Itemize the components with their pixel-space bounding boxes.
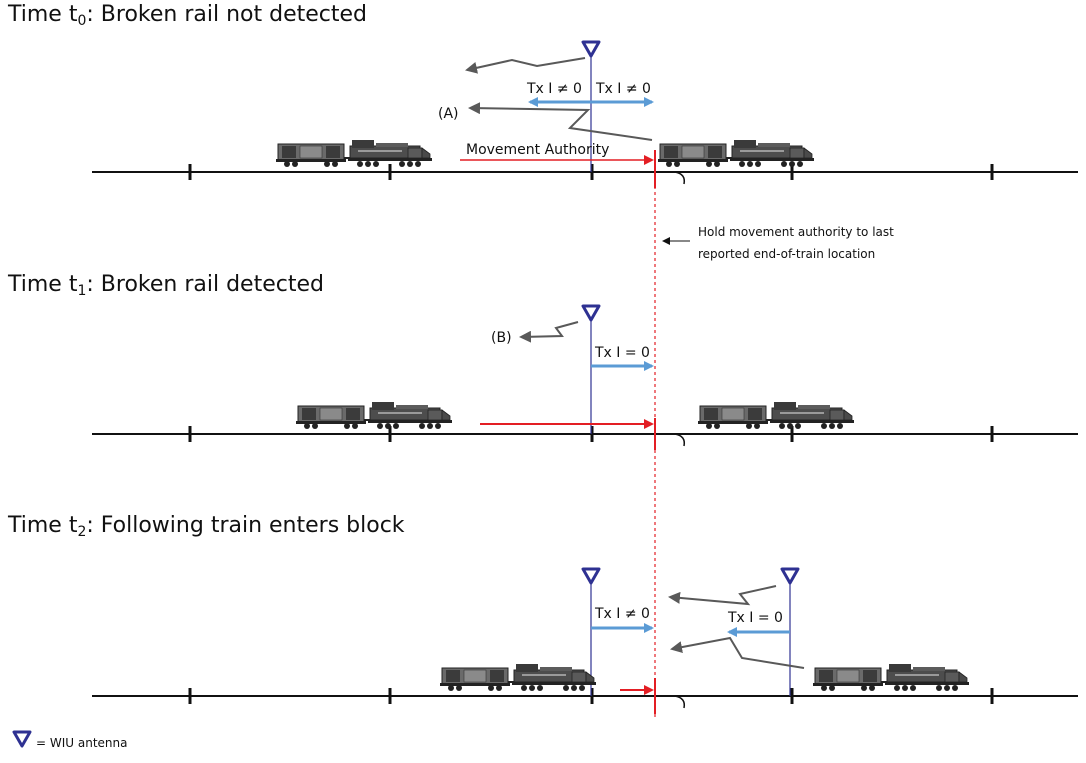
following-train-t1 <box>295 401 453 430</box>
title-t0: Time t0: Broken rail not detected <box>8 2 367 29</box>
signal-arrow-lower-t2 <box>670 636 805 669</box>
rail-break-hook-t1 <box>674 433 686 447</box>
hold-annotation: Hold movement authority to last reported… <box>662 225 894 261</box>
panel-t0: Tx I ≠ 0 Tx I ≠ 0 (A) Movement Authority <box>92 40 1078 188</box>
hold-text-line2: reported end-of-train location <box>698 247 875 261</box>
rail-break-hook-t2 <box>674 695 686 709</box>
legend: = WIU antenna <box>12 730 127 750</box>
title-t1: Time t1: Broken rail detected <box>8 272 324 299</box>
legend-text: = WIU antenna <box>36 736 127 750</box>
rail-break-hook-t0 <box>674 171 686 185</box>
tx-label-t1: Tx I = 0 <box>594 345 650 361</box>
panel-t1: Tx I = 0 (B) <box>92 304 1078 450</box>
track-ties-t2 <box>188 688 994 704</box>
track-ties-t0 <box>188 164 994 180</box>
wiu-antenna-t1 <box>581 304 601 322</box>
legend-antenna-icon <box>12 730 32 748</box>
following-train-t0 <box>275 139 433 168</box>
wiu-antenna-t0 <box>581 40 601 58</box>
track-ties-t1 <box>188 426 994 442</box>
wiu-antenna-t2-right <box>780 567 800 585</box>
marker-b: (B) <box>491 330 512 346</box>
leading-train-t0 <box>657 139 815 168</box>
following-train-t2 <box>439 663 597 692</box>
leading-train-t2 <box>812 663 970 692</box>
panel-t2: Tx I ≠ 0 Tx I = 0 <box>92 567 1078 714</box>
tx-label-t2-left: Tx I ≠ 0 <box>594 606 650 622</box>
tx-label-t2-right: Tx I = 0 <box>727 610 783 626</box>
signal-arrow-a-t0 <box>468 102 653 141</box>
tx-label-left-t0: Tx I ≠ 0 <box>526 81 582 97</box>
signal-arrow-upper-t0 <box>465 57 586 74</box>
signal-arrow-b-t1 <box>519 321 579 343</box>
wiu-antenna-t2-left <box>581 567 601 585</box>
tx-label-right-t0: Tx I ≠ 0 <box>595 81 651 97</box>
marker-a: (A) <box>438 106 459 122</box>
title-t2: Time t2: Following train enters block <box>8 513 405 540</box>
movement-authority-label: Movement Authority <box>466 142 609 158</box>
leading-train-t1 <box>697 401 855 430</box>
signal-arrow-upper-t2 <box>668 585 777 606</box>
hold-text-line1: Hold movement authority to last <box>698 225 894 239</box>
